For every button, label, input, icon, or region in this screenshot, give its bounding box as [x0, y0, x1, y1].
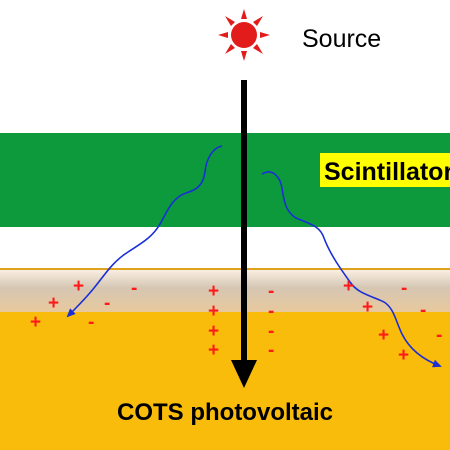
positive-charge: +: [73, 276, 84, 297]
negative-charge: -: [268, 281, 274, 302]
positive-charge: +: [208, 301, 219, 322]
photon-path-right: [261, 171, 442, 368]
positive-charge: +: [378, 325, 389, 346]
negative-charge: -: [268, 321, 274, 342]
positive-charge: +: [343, 276, 354, 297]
negative-charge: -: [401, 278, 407, 299]
negative-charge: -: [436, 325, 442, 346]
sun-icon: [218, 9, 270, 61]
positive-charge: +: [362, 297, 373, 318]
positive-charge: +: [48, 293, 59, 314]
positive-charge: +: [208, 281, 219, 302]
positive-charge: +: [398, 345, 409, 366]
photon-path-left: [66, 145, 223, 318]
positive-charge: +: [208, 321, 219, 342]
scintillator-label: Scintillator: [324, 158, 450, 186]
negative-charge: -: [131, 278, 137, 299]
negative-charge: -: [420, 300, 426, 321]
junction-band: [0, 268, 450, 312]
photovoltaic-label: COTS photovoltaic: [117, 399, 333, 426]
positive-charge: +: [208, 340, 219, 361]
negative-charge: -: [88, 312, 94, 333]
negative-charge: -: [104, 293, 110, 314]
beam-arrow-head: [231, 360, 257, 388]
positive-charge: +: [30, 312, 41, 333]
scintillator-label-bg: [320, 153, 450, 187]
negative-charge: -: [268, 340, 274, 361]
source-label: Source: [302, 25, 381, 53]
negative-charge: -: [268, 301, 274, 322]
